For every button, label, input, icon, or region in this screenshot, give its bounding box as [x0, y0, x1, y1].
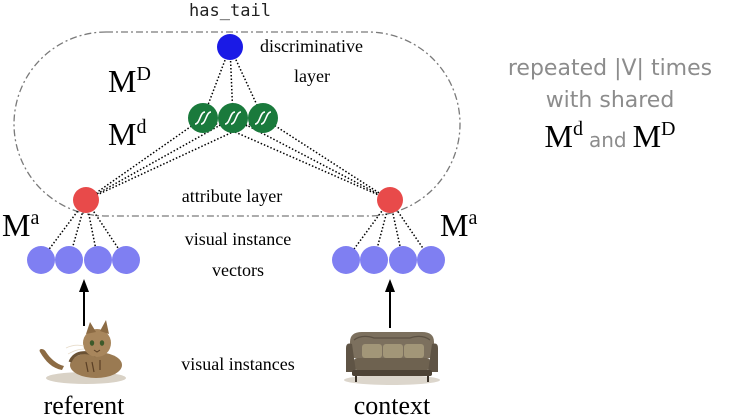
- referent-label: referent: [44, 391, 126, 416]
- sofa-image: [344, 332, 440, 385]
- note-shared: with shared: [546, 88, 675, 113]
- note-repeated: repeated |V| times: [508, 56, 712, 81]
- attribute-node-context: [377, 187, 403, 213]
- visual-instance-vectors-label-line2: vectors: [212, 260, 264, 280]
- visual-instance-vectors-label: visual instance: [185, 229, 291, 249]
- hidden-node: [248, 103, 278, 133]
- weight-label-MD: MD: [108, 63, 151, 99]
- predicate-label: has_tail: [189, 1, 271, 21]
- discriminative-layer-label: discriminative: [260, 36, 363, 56]
- hidden-node: [188, 103, 218, 133]
- arrow-referent: [79, 279, 89, 326]
- discriminative-layer-label-line2: layer: [294, 66, 330, 86]
- arrow-context: [385, 279, 395, 328]
- hidden-layer-nodes: [188, 103, 278, 133]
- weight-label-Md: Md: [108, 116, 146, 152]
- weight-label-Ma-left: Ma: [2, 207, 39, 243]
- vector-nodes-referent: [27, 246, 140, 274]
- attribute-node-referent: [73, 187, 99, 213]
- discriminative-node: [217, 34, 243, 60]
- shared-region-outline: [13, 31, 461, 217]
- hidden-node: [218, 103, 248, 133]
- weight-label-Ma-right: Ma: [440, 207, 477, 243]
- visual-instances-label: visual instances: [181, 354, 294, 374]
- context-label: context: [354, 391, 431, 416]
- vector-nodes-context: [332, 246, 445, 274]
- attribute-layer-label: attribute layer: [182, 186, 282, 206]
- cat-image: [39, 320, 126, 384]
